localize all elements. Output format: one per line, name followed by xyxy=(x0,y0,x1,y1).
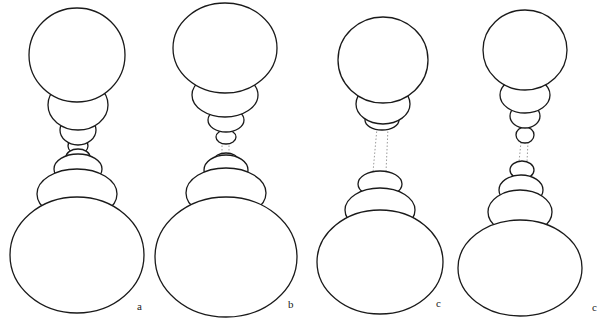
figure-a-drops xyxy=(10,8,144,313)
figure-letter: a xyxy=(137,301,142,312)
figure-letter: c xyxy=(592,302,597,313)
figure-letter: b xyxy=(288,299,294,310)
figure-letter: c xyxy=(436,298,441,309)
figure-b-drops xyxy=(155,3,297,317)
figure-d-drops xyxy=(458,10,582,316)
figure-c-drops xyxy=(317,17,443,314)
